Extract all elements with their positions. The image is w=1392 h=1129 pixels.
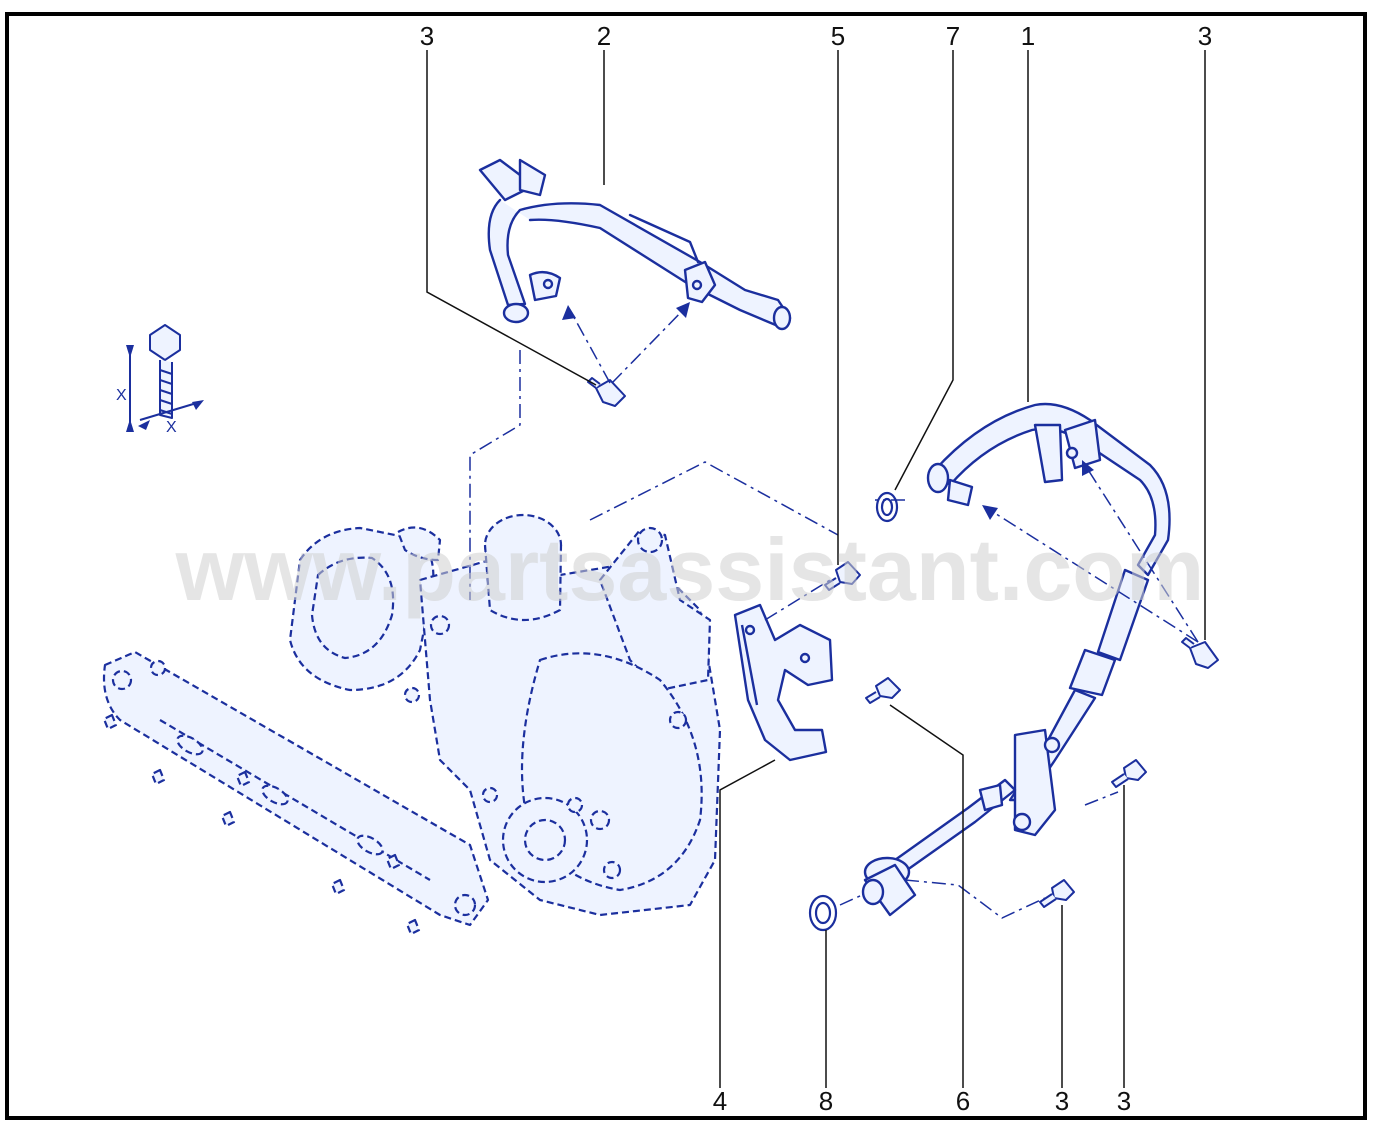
callout-5: 5: [831, 21, 845, 51]
bracket: [733, 603, 834, 762]
callout-2: 2: [597, 21, 611, 51]
callout-6: 6: [956, 1086, 970, 1116]
arrowheads: [562, 302, 1094, 520]
watermark: www.partsassistant.com: [175, 520, 1205, 619]
manifold-rail: [102, 650, 490, 936]
pipe-upper: [478, 158, 792, 331]
callout-8: 8: [819, 1086, 833, 1116]
callout-3-bottom-right: 3: [1117, 1086, 1131, 1116]
thread-length-label: X: [116, 387, 127, 404]
fastener-symbol: X X: [116, 324, 204, 436]
callout-7: 7: [946, 21, 960, 51]
diagram-border: [5, 12, 1367, 1120]
callout-3-top-right: 3: [1198, 21, 1212, 51]
engine-assembly: [288, 513, 722, 917]
pipe-right: [861, 402, 1171, 917]
callout-4: 4: [713, 1086, 727, 1116]
assembly-guides: [469, 304, 1199, 919]
leader-lines: [426, 50, 1206, 1088]
callout-labels: 3 2 5 7 1 3 4 8 6 3 3: [420, 21, 1212, 1116]
callout-3-bottom-left: 3: [1055, 1086, 1069, 1116]
fasteners: [587, 377, 1219, 908]
callout-1: 1: [1021, 21, 1035, 51]
seals: [808, 491, 899, 932]
thread-diameter-label: X: [166, 419, 177, 436]
callout-3-top-left: 3: [420, 21, 434, 51]
